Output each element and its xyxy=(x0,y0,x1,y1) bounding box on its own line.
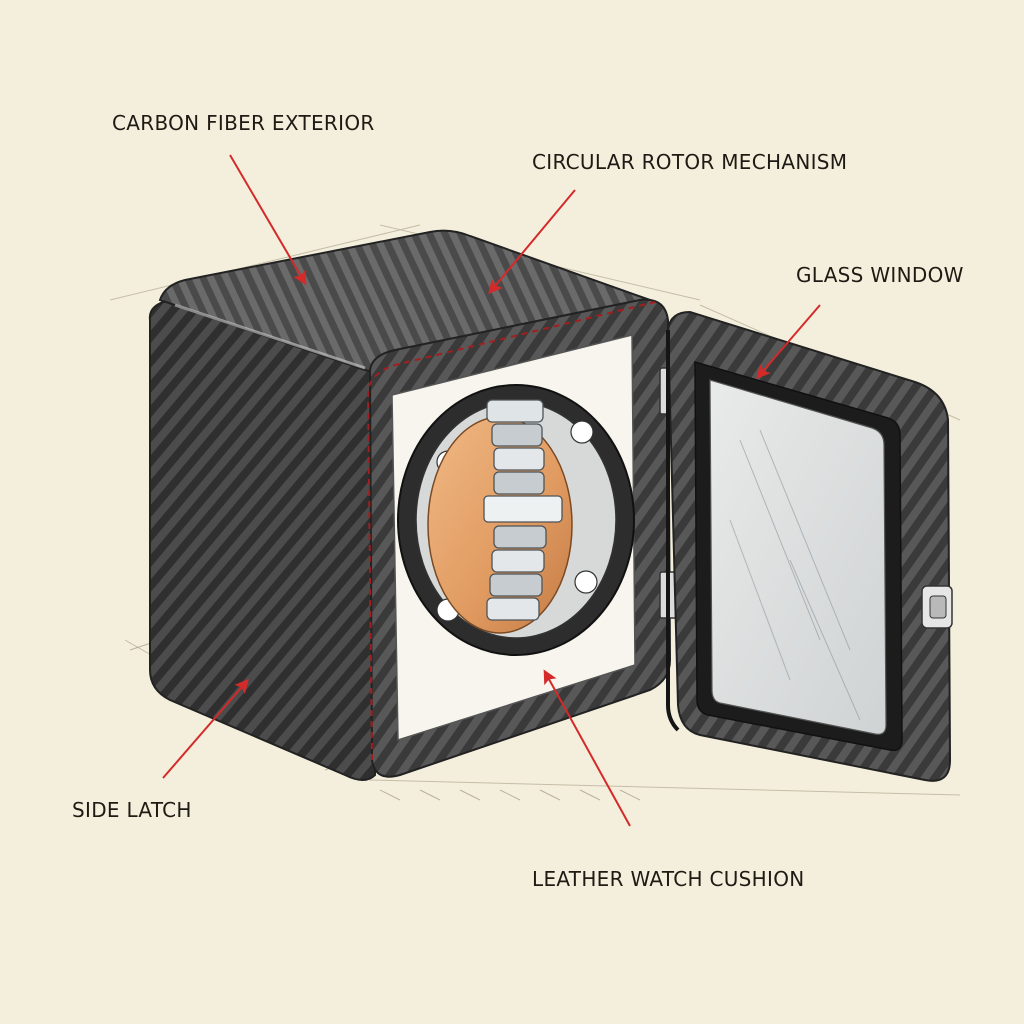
glass-window-pane xyxy=(709,379,887,735)
label-glass-window: GLASS WINDOW xyxy=(796,263,964,287)
glass-reflection-lines xyxy=(729,429,861,721)
seam-dashed-line xyxy=(366,301,656,761)
watch-bracelet xyxy=(483,399,563,621)
label-carbon-fiber-exterior: CARBON FIBER EXTERIOR xyxy=(112,111,375,135)
top-edge-highlight xyxy=(174,303,366,370)
label-side-latch: SIDE LATCH xyxy=(72,798,192,822)
arrow-rotor xyxy=(488,189,576,295)
label-leather-watch-cushion: LEATHER WATCH CUSHION xyxy=(532,867,805,891)
callout-arrows xyxy=(162,154,821,827)
arrow-side-latch xyxy=(162,678,249,779)
label-circular-rotor-mechanism: CIRCULAR ROTOR MECHANISM xyxy=(532,150,848,174)
arrow-carbon-fiber xyxy=(229,154,307,286)
door-edge xyxy=(666,330,680,732)
box-left-side xyxy=(148,298,377,781)
arrow-glass-window xyxy=(756,304,821,380)
door-latch xyxy=(921,585,953,629)
arrow-leather-cushion xyxy=(543,669,631,827)
